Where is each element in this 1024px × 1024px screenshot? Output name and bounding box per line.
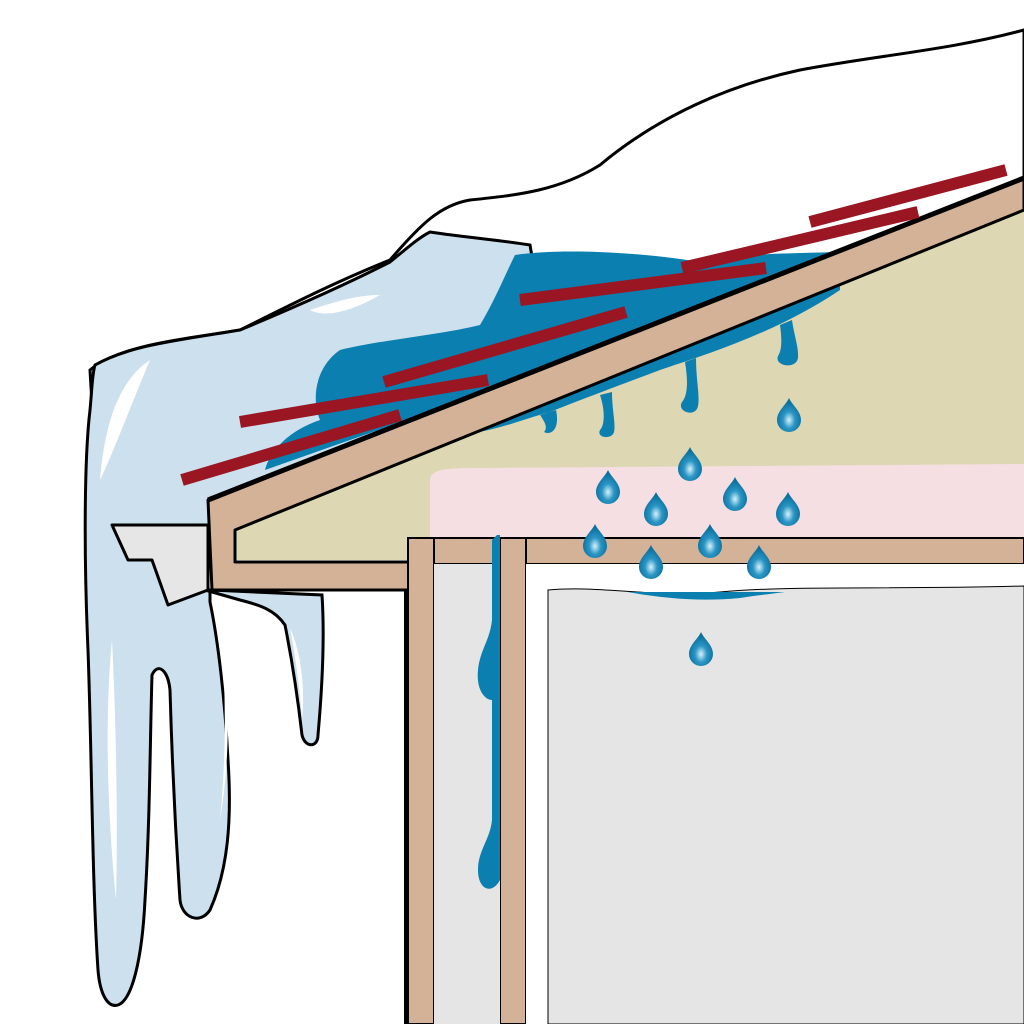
- wall-water-streak: [477, 535, 500, 889]
- shingle-icon: [180, 409, 402, 486]
- water-drop-icon: [689, 632, 713, 666]
- water-drop-icon: [698, 524, 722, 558]
- water-drip: [777, 320, 799, 366]
- shingles: [180, 164, 1008, 486]
- shingle-icon: [680, 206, 920, 274]
- water-drop-icon: [776, 492, 800, 526]
- wall-stud-inner: [499, 537, 527, 1024]
- water-drip: [599, 392, 615, 438]
- ice-highlight: [290, 628, 304, 720]
- wall-stud-outer: [407, 537, 435, 1024]
- water-drop-icon: [678, 447, 702, 481]
- water-drop-icon: [777, 398, 801, 432]
- ceiling-drywall: [547, 585, 1024, 1024]
- roof-line: [207, 175, 1024, 503]
- ice-highlight: [310, 295, 380, 314]
- water-drip: [540, 410, 558, 434]
- water-drop-icon: [723, 477, 747, 511]
- ceiling-water: [628, 592, 785, 600]
- shingle-icon: [519, 262, 767, 306]
- water-drop-icon: [644, 492, 668, 526]
- shingle-icon: [808, 164, 1008, 228]
- water-drop-icon: [583, 524, 607, 558]
- shingle-icon: [382, 306, 628, 388]
- ice-highlight: [220, 640, 228, 820]
- water-drop-icon: [747, 545, 771, 579]
- ice-highlight: [107, 640, 117, 900]
- water-drops: [583, 398, 801, 666]
- water-drop-icon: [639, 545, 663, 579]
- water-drip: [680, 358, 699, 413]
- shingle-icon: [238, 374, 490, 428]
- ice-highlight: [100, 360, 150, 480]
- water-drop-icon: [596, 470, 620, 504]
- gutter-icon: [110, 523, 210, 607]
